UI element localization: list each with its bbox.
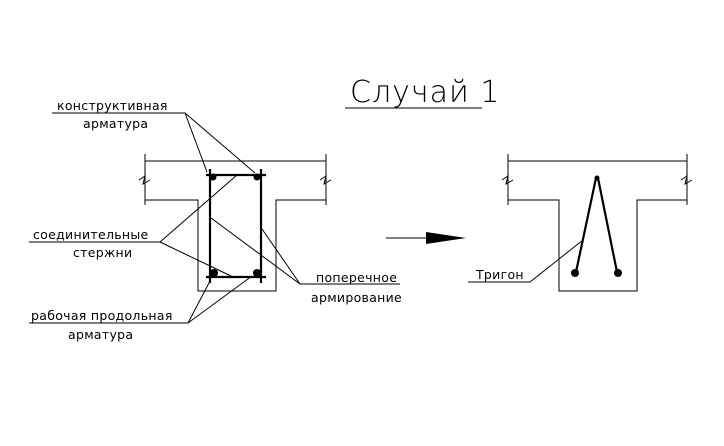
break-mark-right <box>680 174 693 186</box>
label-working: рабочая продольная арматура <box>29 275 253 342</box>
right-t-section <box>501 154 693 292</box>
left-t-section <box>138 154 332 292</box>
label-transverse-line2: армирование <box>311 290 402 305</box>
label-trigon-text: Тригон <box>475 267 524 282</box>
label-working-line2: арматура <box>68 327 133 342</box>
diagram-title: Случай 1 <box>350 75 500 110</box>
rebar-top-right <box>253 173 261 181</box>
break-mark-left <box>501 174 514 186</box>
break-mark-right <box>319 174 332 186</box>
label-connecting-line2: стержни <box>73 245 132 260</box>
rebar-bottom-right <box>253 269 261 277</box>
break-mark-left <box>138 174 151 186</box>
transition-arrow-icon <box>386 232 466 244</box>
label-transverse: поперечное армирование <box>210 217 402 305</box>
label-trigon: Тригон <box>468 239 584 283</box>
label-connecting-line1: соединительные <box>33 227 149 242</box>
label-constructive: конструктивная арматура <box>52 98 256 174</box>
rebar-top-left <box>209 173 217 181</box>
rebar-bottom-left <box>210 269 218 277</box>
label-connecting: соединительные стержни <box>29 174 238 278</box>
label-working-line1: рабочая продольная <box>31 308 173 323</box>
label-transverse-line1: поперечное <box>316 270 397 285</box>
stirrup-cage <box>206 169 266 283</box>
trigon-rebar <box>571 175 622 277</box>
label-constructive-line1: конструктивная <box>57 98 168 113</box>
label-constructive-line2: арматура <box>83 116 148 131</box>
